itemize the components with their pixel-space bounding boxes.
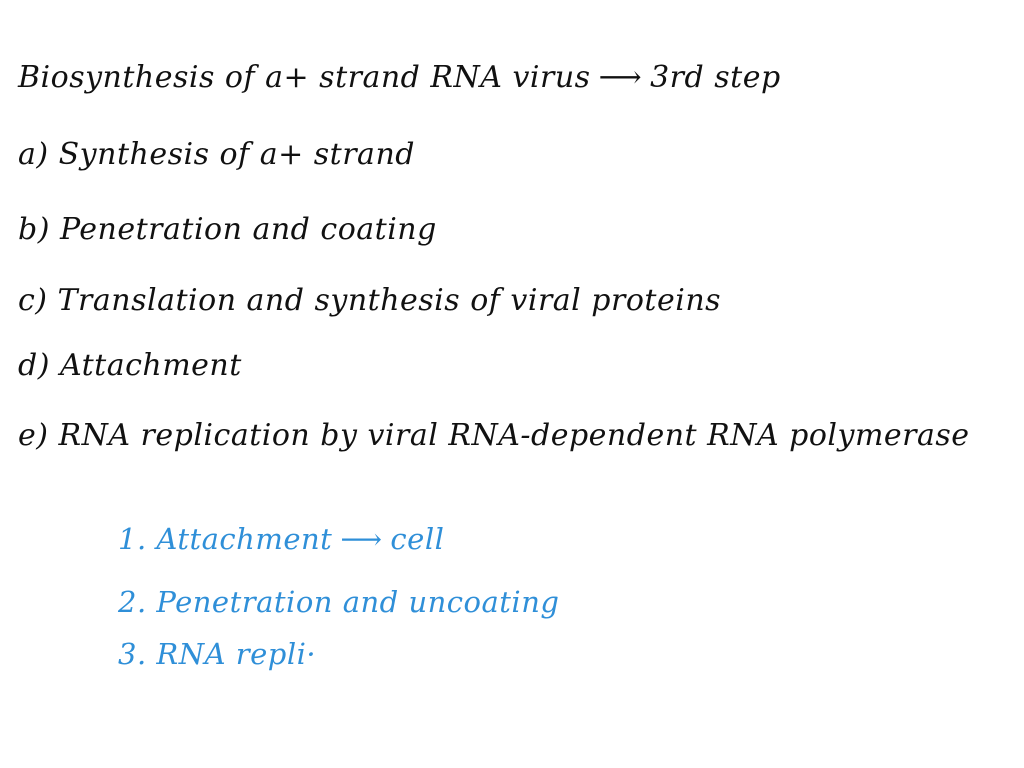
right-arrow-icon: ⟶	[340, 522, 383, 556]
note-step-2: 2. Penetration and uncoating	[118, 585, 560, 619]
option-c: c) Translation and synthesis of viral pr…	[18, 283, 722, 318]
question-title-text: Biosynthesis of a+ strand RNA virus	[18, 60, 591, 95]
note-step-1-text: 1. Attachment	[118, 522, 333, 556]
question-title: Biosynthesis of a+ strand RNA virus⟶3rd …	[18, 60, 781, 95]
question-title-step: 3rd step	[650, 60, 781, 95]
option-a: a) Synthesis of a+ strand	[18, 137, 415, 172]
option-b: b) Penetration and coating	[18, 212, 437, 247]
note-step-3: 3. RNA repli·	[118, 637, 317, 671]
option-d: d) Attachment	[18, 348, 242, 383]
note-step-1: 1. Attachment⟶cell	[118, 522, 444, 556]
right-arrow-icon: ⟶	[598, 60, 643, 95]
option-e: e) RNA replication by viral RNA-dependen…	[18, 418, 970, 453]
note-step-1-target: cell	[390, 522, 445, 556]
